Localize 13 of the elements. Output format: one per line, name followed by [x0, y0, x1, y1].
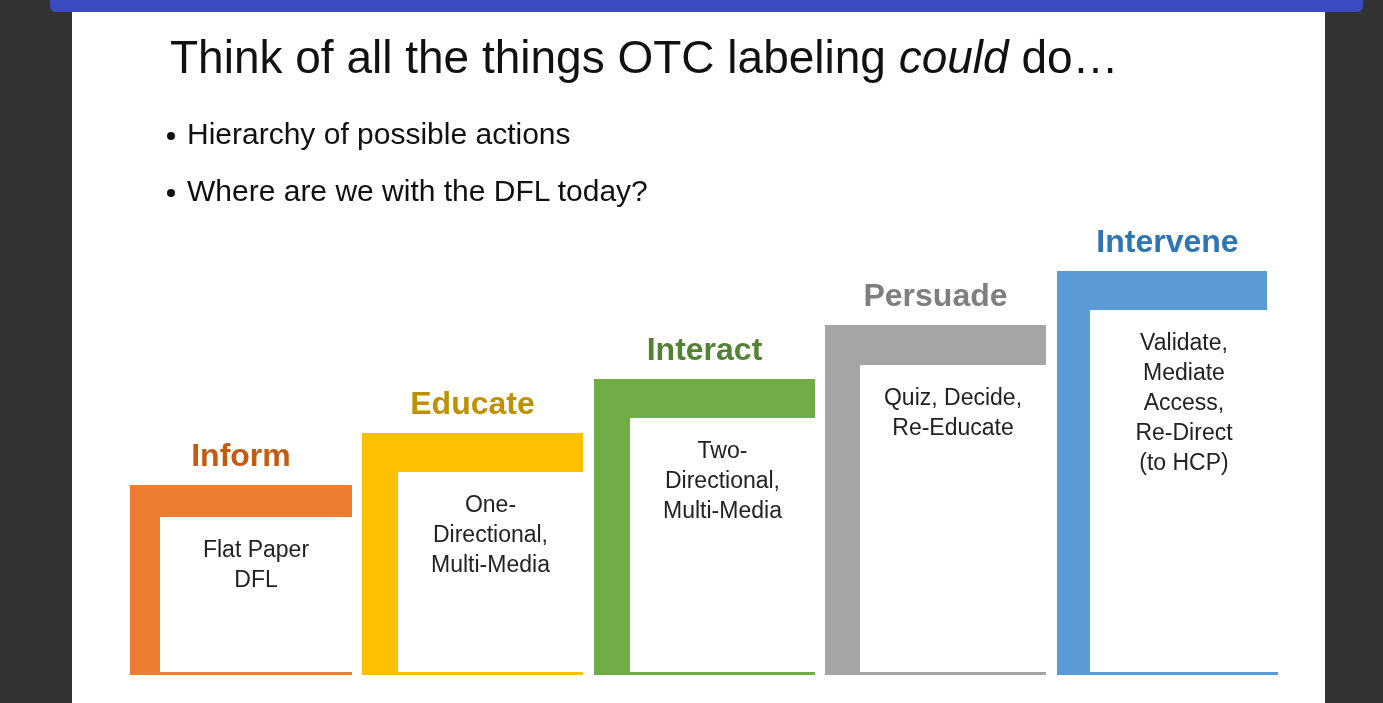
step-description: Quiz, Decide, Re-Educate — [882, 383, 1024, 442]
step-heading: Educate — [409, 385, 536, 422]
bullet-text: Hierarchy of possible actions — [187, 117, 571, 150]
step-heading: Interact — [645, 331, 764, 368]
step-heading: Inform — [190, 437, 292, 474]
slide-title: Think of all the things OTC labeling could do… — [170, 30, 1119, 84]
bullet-text: Where are we with the DFL today? — [187, 174, 648, 207]
step-description: Two-Directional, Multi-Media — [662, 436, 783, 525]
step-description: One-Directional, Multi-Media — [430, 490, 551, 579]
step-description: Validate, Mediate Access, Re-Direct (to HCP) — [1134, 328, 1234, 477]
step-heading: Persuade — [862, 277, 1009, 314]
step-description: Flat Paper DFL — [201, 535, 311, 594]
step-heading: Intervene — [1095, 223, 1240, 260]
